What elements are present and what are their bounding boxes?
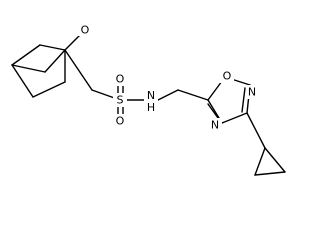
- bond-ch2-ring: [177, 89, 209, 101]
- bond-c4-c7: [11, 64, 46, 73]
- bond-n2-c3-b: [241, 87, 246, 113]
- atom-ring-nitrogen-bottom: N: [208, 118, 222, 132]
- bond-cp-1: [254, 147, 266, 176]
- bond-c1-ch2: [64, 49, 93, 91]
- bond-n-ch2: [157, 89, 179, 101]
- sulfonyl-oxygen-top-label: O: [116, 73, 125, 86]
- sulfur-label: S: [117, 94, 124, 107]
- bond-c4-c5: [11, 64, 34, 98]
- sulfonyl-oxygen-bottom-label: O: [116, 115, 125, 128]
- ring-nitrogen-bottom-label: N: [211, 119, 219, 132]
- atom-sulfur: S: [113, 93, 127, 107]
- ring-nitrogen-right-label: N: [248, 86, 256, 99]
- bond-c3-c4: [11, 44, 41, 66]
- carbonyl-oxygen-label: O: [81, 24, 90, 37]
- atom-ring-nitrogen-right: N: [246, 85, 260, 99]
- atom-ring-oxygen: O: [220, 69, 234, 83]
- bond-c3-n4: [221, 112, 248, 124]
- atom-sulfonyl-oxygen-top: O: [113, 72, 127, 86]
- bond-c5-c6: [32, 81, 66, 98]
- bond-c2-c3: [39, 44, 66, 51]
- bond-n4-c5-b: [207, 103, 219, 119]
- atom-carbonyl-oxygen: O: [78, 22, 92, 37]
- bond-cp-2: [254, 171, 286, 176]
- bond-cp-3: [264, 147, 286, 173]
- ring-oxygen-label: O: [223, 70, 232, 83]
- atom-sulfonyl-oxygen-bottom: O: [113, 114, 127, 128]
- bond-c7-c1: [44, 49, 66, 73]
- bond-c3-cp: [246, 112, 266, 149]
